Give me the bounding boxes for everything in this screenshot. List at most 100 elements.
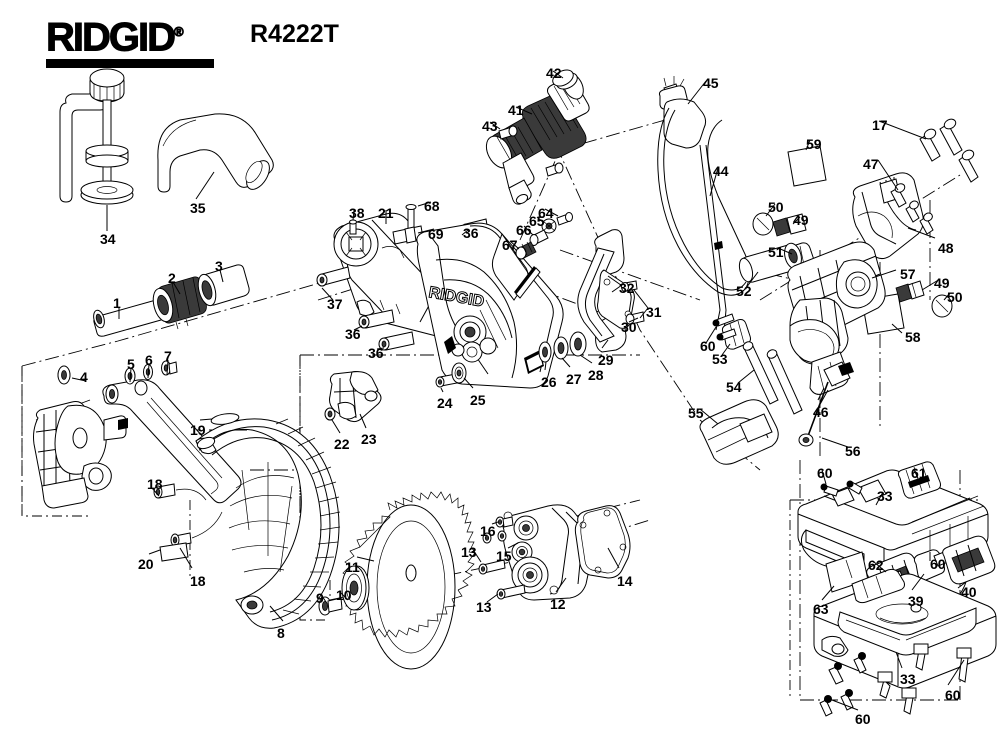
part-13-gearcase-bolts: [479, 560, 525, 599]
part-1-slide-rail: [92, 300, 166, 336]
callout-43: 43: [482, 118, 498, 134]
part-54-long-bolts: [742, 340, 802, 414]
part-18-guard-screws: [154, 484, 222, 546]
part-17-long-screws: [920, 117, 978, 182]
callout-7: 7: [164, 348, 172, 364]
callout-27: 27: [566, 371, 582, 387]
callout-26: 26: [541, 374, 557, 390]
callout-47: 47: [863, 156, 879, 172]
callout-49: 49: [793, 212, 809, 228]
part-19-guard-pin: [210, 412, 239, 426]
part-3-rail-sleeve: [195, 265, 249, 308]
callout-35: 35: [190, 200, 206, 216]
part-14-gearcase-gasket: [575, 506, 630, 578]
part-23-support-bracket: [330, 372, 382, 422]
callout-51: 51: [768, 244, 784, 260]
part-60-screws-motor: [712, 314, 737, 341]
callout-64: 64: [538, 205, 554, 221]
callout-44: 44: [713, 163, 729, 179]
callout-23: 23: [361, 431, 377, 447]
part-11-saw-blade: [343, 492, 475, 669]
callout-57: 57: [900, 266, 916, 282]
callout-60e: 60: [945, 687, 961, 703]
callout-56: 56: [845, 443, 861, 459]
callout-52: 52: [736, 283, 752, 299]
part-65-washer: [542, 219, 556, 233]
callout-45: 45: [703, 75, 719, 91]
callout-10: 10: [336, 587, 352, 603]
callout-8: 8: [277, 625, 285, 641]
part-49-brush-left: [773, 214, 806, 236]
part-16-gearcase-screws: [483, 517, 513, 543]
callout-53: 53: [712, 351, 728, 367]
model-number: R4222T: [250, 20, 339, 48]
callout-11: 11: [345, 559, 360, 575]
part-61-switch: [898, 462, 940, 498]
callout-46: 46: [813, 404, 829, 420]
part-35-dust-chute: [158, 114, 274, 194]
callout-13: 13: [461, 544, 477, 560]
part-37-bolt: [317, 267, 350, 286]
callout-66: 66: [516, 222, 532, 238]
part-40-switch-block: [920, 536, 995, 610]
callout-68: 68: [424, 198, 440, 214]
part-24-bolt: [436, 374, 457, 387]
callout-61: 61: [911, 465, 927, 481]
callout-15: 15: [496, 548, 512, 564]
part-67-brush: [516, 242, 536, 259]
callout-62: 62: [868, 557, 884, 573]
callout-63: 63: [813, 601, 829, 617]
callout-60d: 60: [855, 711, 871, 727]
callout-20: 20: [138, 556, 154, 572]
callout-28: 28: [588, 367, 604, 383]
part-49-brush-right: [896, 281, 924, 302]
miter-lock-housing: [34, 402, 128, 509]
part-52-rail: [737, 241, 804, 283]
callout-37: 37: [327, 296, 343, 312]
callout-33: 33: [877, 488, 893, 504]
registered-mark: ®: [174, 24, 185, 40]
callout-36b: 36: [345, 326, 361, 342]
callout-3: 3: [215, 258, 223, 274]
callout-67: 67: [502, 237, 518, 253]
callout-17: 17: [872, 117, 888, 133]
ridgid-logo: RIDGID®: [46, 12, 214, 69]
part-59-label: [788, 146, 826, 186]
part-38-arm-pin: [350, 220, 357, 234]
callout-12: 12: [550, 596, 566, 612]
part-41-armature: [481, 69, 589, 205]
part-43-screw: [499, 126, 563, 176]
callout-54: 54: [726, 379, 742, 395]
part-31-pins: [622, 281, 638, 292]
callout-33b: 33: [900, 671, 916, 687]
part-20-label-plate: [160, 543, 188, 561]
callout-21: 21: [378, 205, 394, 221]
part-22-bracket-bushing: [325, 408, 335, 420]
callout-24: 24: [437, 395, 453, 411]
part-47-screws: [891, 182, 934, 234]
callout-38: 38: [349, 205, 365, 221]
callout-39: 39: [908, 593, 924, 609]
callout-18: 18: [147, 476, 163, 492]
callout-42: 42: [546, 65, 562, 81]
callout-40: 40: [961, 584, 977, 600]
callout-69: 69: [428, 226, 444, 242]
callout-50: 50: [768, 199, 784, 215]
callout-29: 29: [598, 352, 614, 368]
callout-36: 36: [463, 225, 479, 241]
part-28-spacer: [570, 332, 586, 356]
part-64-screw: [557, 213, 573, 226]
callout-31: 31: [646, 304, 662, 320]
callout-58: 58: [905, 329, 921, 345]
callout-18b: 18: [190, 573, 206, 589]
part-66-bushing: [530, 230, 548, 246]
callout-48: 48: [938, 240, 954, 256]
part-69-spacer: [405, 227, 416, 243]
callout-25: 25: [470, 392, 486, 408]
callout-41: 41: [508, 102, 524, 118]
callout-49b: 49: [934, 275, 950, 291]
callout-50b: 50: [947, 289, 963, 305]
motor-housing-body: [788, 242, 885, 394]
part-7-screw: [162, 361, 178, 375]
